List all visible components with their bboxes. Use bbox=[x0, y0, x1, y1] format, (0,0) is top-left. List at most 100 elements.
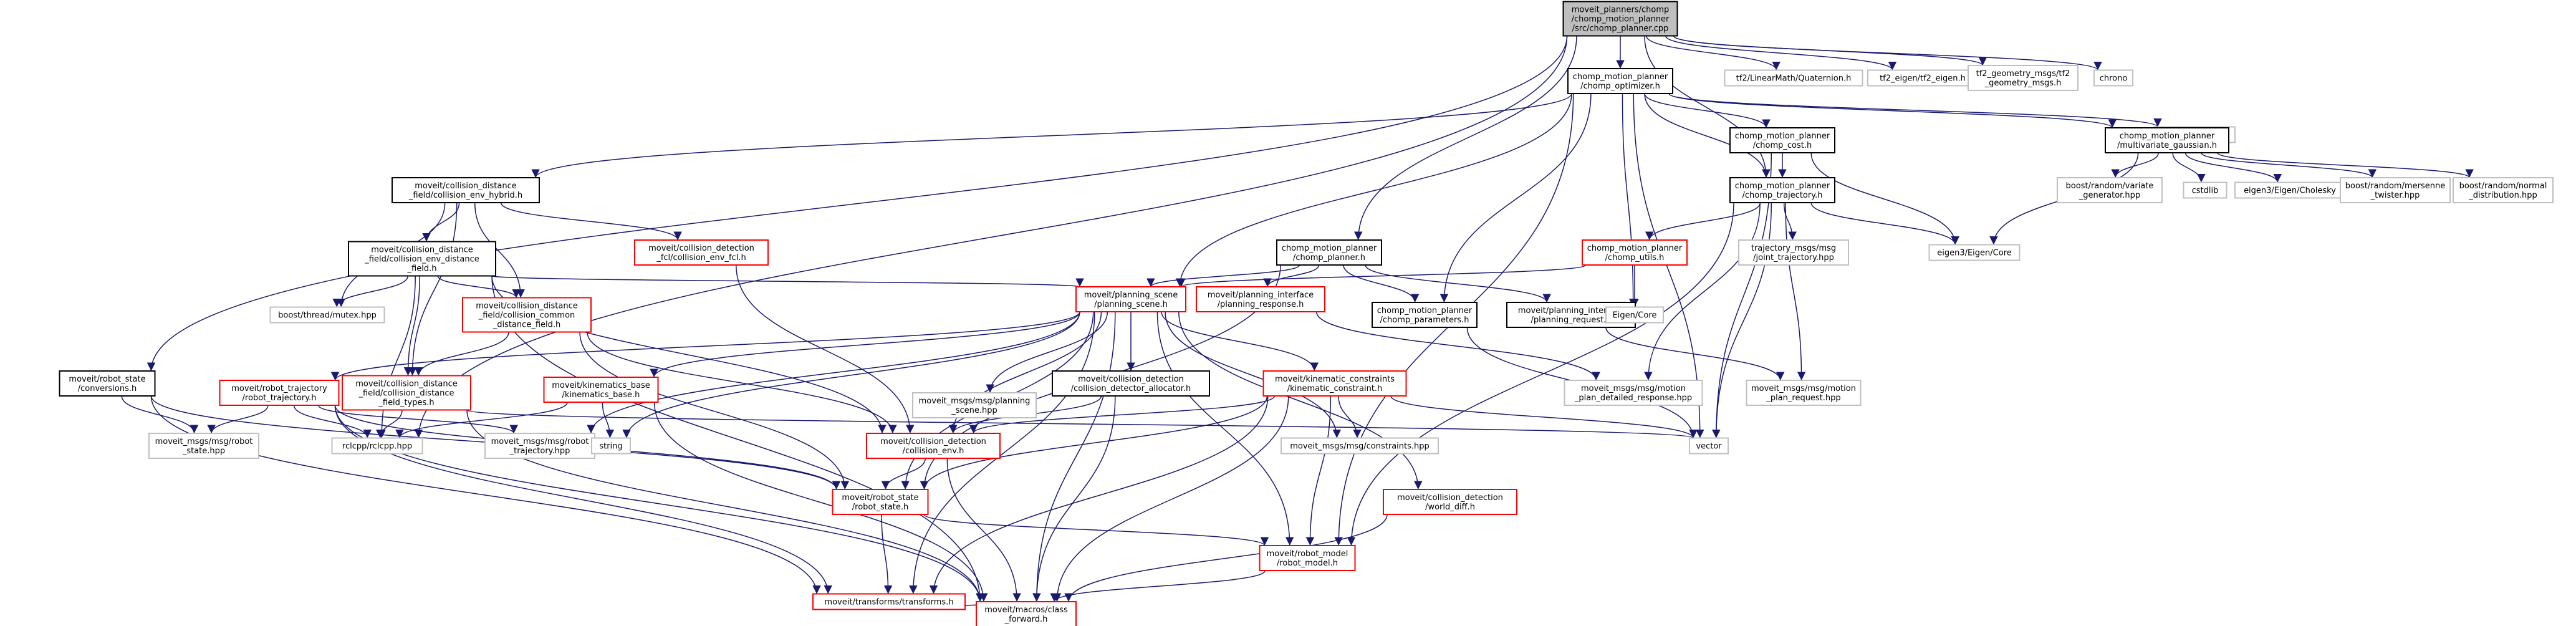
node-collision-env[interactable]: moveit/collision_detection/collision_env… bbox=[866, 433, 1001, 459]
edge-chomp-trajectory-to-trajectory-msgs bbox=[1783, 202, 1797, 241]
node-boost-variate-generator[interactable]: boost/random/variate_generator.hpp bbox=[2057, 177, 2163, 203]
node-collision-distance-field-types[interactable]: moveit/collision_distance_field/collisio… bbox=[342, 375, 471, 411]
node-label-line: boost/thread/mutex.hpp bbox=[278, 311, 377, 320]
node-root[interactable]: moveit_planners/chomp/chomp_motion_plann… bbox=[1562, 1, 1678, 37]
node-label-line: moveit/kinematic_constraints bbox=[1275, 375, 1395, 384]
node-box bbox=[1276, 239, 1382, 266]
node-label-line: moveit_planners/chomp bbox=[1572, 6, 1670, 15]
node-box bbox=[1281, 437, 1439, 455]
edge-collision-env-distance-field-to-collision-common-distance-field bbox=[437, 276, 521, 298]
node-multivariate-gaussian[interactable]: chomp_motion_planner/multivariate_gaussi… bbox=[2105, 127, 2229, 153]
edge-collision-distance-field-types-to-rclcpp bbox=[375, 410, 403, 438]
edge-chomp-optimizer-to-planning-scene bbox=[1175, 93, 1572, 287]
node-box bbox=[392, 177, 540, 203]
node-label-line: chomp_motion_planner bbox=[2120, 132, 2215, 141]
node-label-line: moveit/collision_detection bbox=[1397, 493, 1503, 503]
node-boost-mersenne[interactable]: boost/random/mersenne_twister.hpp bbox=[2340, 177, 2451, 203]
node-collision-env-fcl[interactable]: moveit/collision_detection_fcl/collision… bbox=[634, 239, 769, 266]
node-eigen3-core[interactable]: eigen3/Eigen/Core bbox=[1928, 244, 2021, 261]
node-chomp-utils[interactable]: chomp_motion_planner/chomp_utils.h bbox=[1582, 239, 1688, 266]
edge-planning-request-to-motion-plan-request bbox=[1605, 327, 1785, 381]
node-box bbox=[2453, 177, 2554, 203]
node-planning-scene-hpp[interactable]: moveit_msgs/msg/planning_scene.hpp bbox=[912, 392, 1037, 418]
node-kinematics-base[interactable]: moveit/kinematics_base/kinematics_base.h bbox=[543, 377, 659, 403]
node-boost-normal[interactable]: boost/random/normal_distribution.hpp bbox=[2453, 177, 2554, 203]
node-motion-plan-request[interactable]: moveit_msgs/msg/motion_plan_request.hpp bbox=[1746, 380, 1862, 406]
node-chomp-trajectory[interactable]: chomp_motion_planner/chomp_trajectory.h bbox=[1729, 177, 1835, 203]
node-chomp-planner-h[interactable]: chomp_motion_planner/chomp_planner.h bbox=[1276, 239, 1382, 266]
node-robot-model[interactable]: moveit/robot_model/robot_model.h bbox=[1259, 545, 1356, 571]
edge-chomp-optimizer-to-chomp-trajectory bbox=[1644, 93, 1771, 178]
node-eigen-core[interactable]: Eigen/Core bbox=[1605, 306, 1664, 324]
node-tf2-geometry-msgs[interactable]: tf2_geometry_msgs/tf2_geometry_msgs.h bbox=[1968, 65, 2079, 91]
node-robot-trajectory-hpp[interactable]: moveit_msgs/msg/robot_trajectory.hpp bbox=[484, 433, 595, 459]
node-planning-response[interactable]: moveit/planning_interface/planning_respo… bbox=[1196, 286, 1325, 312]
edge-root-to-chomp-trajectory bbox=[1644, 36, 1771, 178]
node-label-line: eigen3/Eigen/Cholesky bbox=[2244, 186, 2336, 196]
node-robot-state-hpp[interactable]: moveit_msgs/msg/robot_state.hpp bbox=[148, 433, 259, 459]
node-collision-env-hybrid[interactable]: moveit/collision_distance_field/collisio… bbox=[392, 177, 540, 203]
node-label-line: chomp_motion_planner bbox=[1735, 181, 1830, 191]
node-label-line: _twister.hpp bbox=[2370, 191, 2420, 200]
node-label-line: boost/random/variate bbox=[2066, 181, 2154, 191]
node-label-line: chomp_motion_planner bbox=[1282, 244, 1377, 253]
node-cstdlib[interactable]: cstdlib bbox=[2183, 181, 2228, 199]
node-chomp-optimizer[interactable]: chomp_motion_planner/chomp_optimizer.h bbox=[1567, 68, 1673, 94]
node-collision-common-distance-field[interactable]: moveit/collision_distance_field/collisio… bbox=[462, 297, 592, 333]
edge-multivariate-gaussian-to-boost-variate-generator bbox=[2111, 152, 2159, 178]
edge-robot-state-conversions-to-robot-state-hpp bbox=[121, 395, 199, 434]
node-world-diff[interactable]: moveit/collision_detection/world_diff.h bbox=[1383, 489, 1517, 515]
node-chrono[interactable]: chrono bbox=[2093, 69, 2133, 87]
edge-collision-env-fcl-to-collision-env bbox=[736, 264, 915, 434]
node-box bbox=[1372, 302, 1478, 328]
node-planning-scene[interactable]: moveit/planning_scene/planning_scene.h bbox=[1075, 286, 1186, 312]
node-robot-trajectory[interactable]: moveit/robot_trajectory/robot_trajectory… bbox=[219, 380, 340, 406]
node-box bbox=[1075, 286, 1186, 312]
edge-robot-model-to-class-forward bbox=[1050, 570, 1266, 602]
node-box bbox=[269, 306, 385, 324]
node-robot-state-conversions[interactable]: moveit/robot_state/conversions.h bbox=[59, 370, 156, 397]
edge-planning-scene-to-robot-model bbox=[1156, 311, 1294, 546]
node-label-line: _field/collision_env_hybrid.h bbox=[408, 191, 522, 200]
node-label-line: _trajectory.hpp bbox=[509, 446, 570, 456]
node-trajectory-msgs[interactable]: trajectory_msgs/msg/joint_trajectory.hpp bbox=[1738, 239, 1849, 266]
node-label-line: _field_types.h bbox=[378, 398, 434, 408]
edge-root-to-robot-state-conversions bbox=[147, 36, 1568, 372]
node-linearmath-quaternion[interactable]: tf2/LinearMath/Quaternion.h bbox=[1724, 69, 1863, 87]
node-label-line: moveit_msgs/msg/planning bbox=[919, 397, 1031, 406]
node-label-line: moveit/collision_distance bbox=[355, 380, 458, 389]
node-label-line: rclcpp/rclcpp.hpp bbox=[342, 442, 412, 451]
node-collision-detector-allocator[interactable]: moveit/collision_detection/collision_det… bbox=[1052, 370, 1210, 397]
node-label-line: _field/collision_distance bbox=[358, 389, 454, 398]
node-collision-env-distance-field[interactable]: moveit/collision_distance_field/collisio… bbox=[348, 241, 496, 277]
node-box bbox=[634, 239, 769, 266]
edge-collision-env-hybrid-to-collision-distance-field-types bbox=[408, 202, 458, 376]
edge-chomp-optimizer-to-eigen-stdvector bbox=[1668, 93, 2162, 128]
node-eigen-cholesky[interactable]: eigen3/Eigen/Cholesky bbox=[2234, 181, 2345, 199]
node-label-line: moveit/collision_distance bbox=[415, 181, 517, 191]
node-box bbox=[832, 489, 929, 515]
node-box bbox=[976, 601, 1077, 626]
node-class-forward[interactable]: moveit/macros/class_forward.h bbox=[976, 601, 1077, 626]
node-constraints-hpp[interactable]: moveit_msgs/msg/constraints.hpp bbox=[1281, 437, 1439, 455]
node-robot-state-h[interactable]: moveit/robot_state/robot_state.h bbox=[832, 489, 929, 515]
node-transforms[interactable]: moveit/transforms/transforms.h bbox=[812, 593, 966, 610]
edge-robot-state-h-to-transforms bbox=[881, 514, 893, 594]
node-rclcpp[interactable]: rclcpp/rclcpp.hpp bbox=[331, 437, 423, 455]
edge-collision-detector-allocator-to-class-forward bbox=[1032, 395, 1116, 602]
node-box bbox=[148, 433, 259, 459]
node-vector[interactable]: vector bbox=[1689, 437, 1729, 455]
node-box bbox=[1196, 286, 1325, 312]
node-chomp-cost[interactable]: chomp_motion_planner/chomp_cost.h bbox=[1729, 127, 1835, 153]
node-tf2-eigen[interactable]: tf2_eigen/tf2_eigen.h bbox=[1867, 69, 1978, 87]
edge-kinematics-base-to-class-forward bbox=[653, 402, 988, 602]
node-label-line: /collision_env.h bbox=[903, 446, 964, 456]
node-string[interactable]: string bbox=[591, 437, 631, 455]
node-kinematic-constraint[interactable]: moveit/kinematic_constraints/kinematic_c… bbox=[1262, 370, 1407, 397]
node-label-line: _distribution.hpp bbox=[2468, 191, 2537, 200]
node-boost-mutex[interactable]: boost/thread/mutex.hpp bbox=[269, 306, 385, 324]
node-label-line: tf2_geometry_msgs/tf2 bbox=[1976, 69, 2070, 79]
node-motion-plan-detailed-response[interactable]: moveit_msgs/msg/motion_plan_detailed_res… bbox=[1564, 380, 1703, 406]
node-label-line: /chomp_utils.h bbox=[1605, 253, 1665, 262]
node-chomp-parameters[interactable]: chomp_motion_planner/chomp_parameters.h bbox=[1372, 302, 1478, 328]
